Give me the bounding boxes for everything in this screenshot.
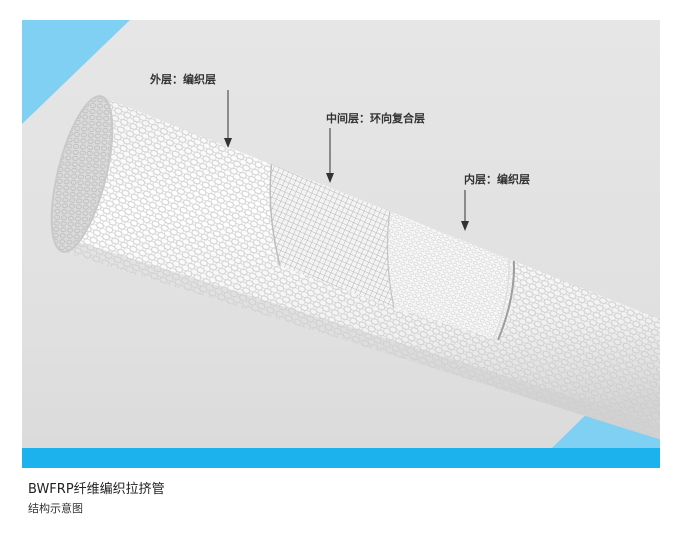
- callout-inner-layer: 内层：编织层: [461, 172, 530, 231]
- diagram-frame: 外层：编织层 中间层：环向复合层 内层：编织层: [22, 20, 660, 468]
- arrow-down-icon: [224, 138, 232, 148]
- callout-middle-layer: 中间层：环向复合层: [326, 111, 425, 183]
- label-middle-layer: 中间层：环向复合层: [326, 111, 425, 125]
- pipe-opening: [51, 96, 113, 252]
- caption-title: BWFRP纤维编织拉挤管: [28, 482, 165, 497]
- accent-triangle-top-left: [22, 20, 130, 124]
- label-outer-layer: 外层：编织层: [149, 72, 216, 86]
- caption-subtitle: 结构示意图: [28, 502, 83, 515]
- arrow-down-icon: [326, 173, 334, 183]
- arrow-down-icon: [461, 221, 469, 231]
- accent-bottom-bar: [22, 448, 660, 468]
- callout-outer-layer: 外层：编织层: [149, 72, 232, 148]
- label-inner-layer: 内层：编织层: [464, 172, 530, 186]
- pipe-structure-diagram: 外层：编织层 中间层：环向复合层 内层：编织层: [22, 20, 660, 468]
